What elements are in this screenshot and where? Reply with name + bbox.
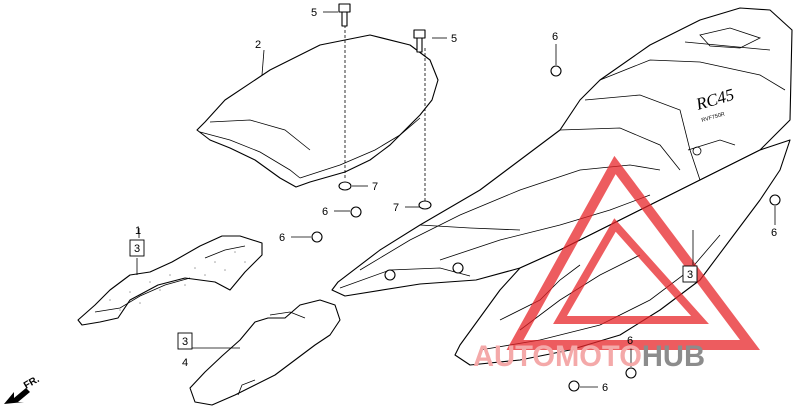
collar-icon (418, 200, 432, 210)
screw-icon (384, 269, 396, 281)
watermark-prefix: AUTOMOTO (473, 340, 642, 373)
direction-label: FR. (22, 374, 42, 392)
callout-3-cowl: 3 (687, 269, 693, 281)
screw-icon (550, 65, 562, 77)
arrow-left-icon (4, 388, 30, 404)
screw-icon (625, 367, 637, 379)
bolt-icon (338, 3, 351, 27)
callout-box (177, 332, 193, 350)
callout-6-top: 6 (552, 31, 558, 43)
callout-3-foam: 3 (134, 243, 140, 255)
watermark-triangle-inner-icon (553, 218, 709, 324)
callout-box (682, 265, 698, 283)
bolt-icon (413, 29, 426, 53)
callouts: 5 5 2 6 7 7 6 6 1 3 3 4 3 6 6 6 (129, 7, 777, 394)
callout-6-left: 6 (279, 232, 285, 244)
callout-7-upper: 7 (372, 181, 378, 193)
callout-5-right: 5 (451, 33, 457, 45)
watermark-logo (506, 155, 760, 350)
watermark-triangle-icon (506, 155, 760, 350)
callout-6-mid: 6 (322, 206, 328, 218)
callout-1: 1 (135, 225, 141, 237)
front-direction-arrow: FR. (4, 374, 42, 404)
seat-pad-foam (77, 235, 263, 326)
callout-2: 2 (255, 39, 261, 51)
screw-icon (311, 231, 323, 243)
callout-3-side: 3 (182, 336, 188, 348)
rider-seat (196, 15, 439, 205)
callout-6-bottom: 6 (602, 382, 608, 394)
watermark-suffix: HUB (642, 340, 705, 373)
screw-icon (568, 380, 580, 392)
callout-box (129, 239, 145, 257)
collar-icon (338, 181, 352, 191)
callout-6-bottom-right: 6 (627, 335, 633, 347)
callout-6-right: 6 (771, 227, 777, 239)
screw-icon (350, 206, 362, 218)
screw-icon (452, 262, 464, 274)
fasteners (311, 3, 781, 392)
svg-text:AUTOMOTOHUB: AUTOMOTOHUB (473, 340, 705, 373)
watermark-text: AUTOMOTOHUB (473, 340, 705, 373)
callout-7-lower: 7 (393, 202, 399, 214)
screw-icon (769, 194, 781, 206)
callout-5-upper: 5 (311, 7, 317, 19)
leader-lines (136, 11, 776, 388)
callout-4: 4 (182, 357, 188, 369)
side-pad-foam (189, 299, 341, 406)
